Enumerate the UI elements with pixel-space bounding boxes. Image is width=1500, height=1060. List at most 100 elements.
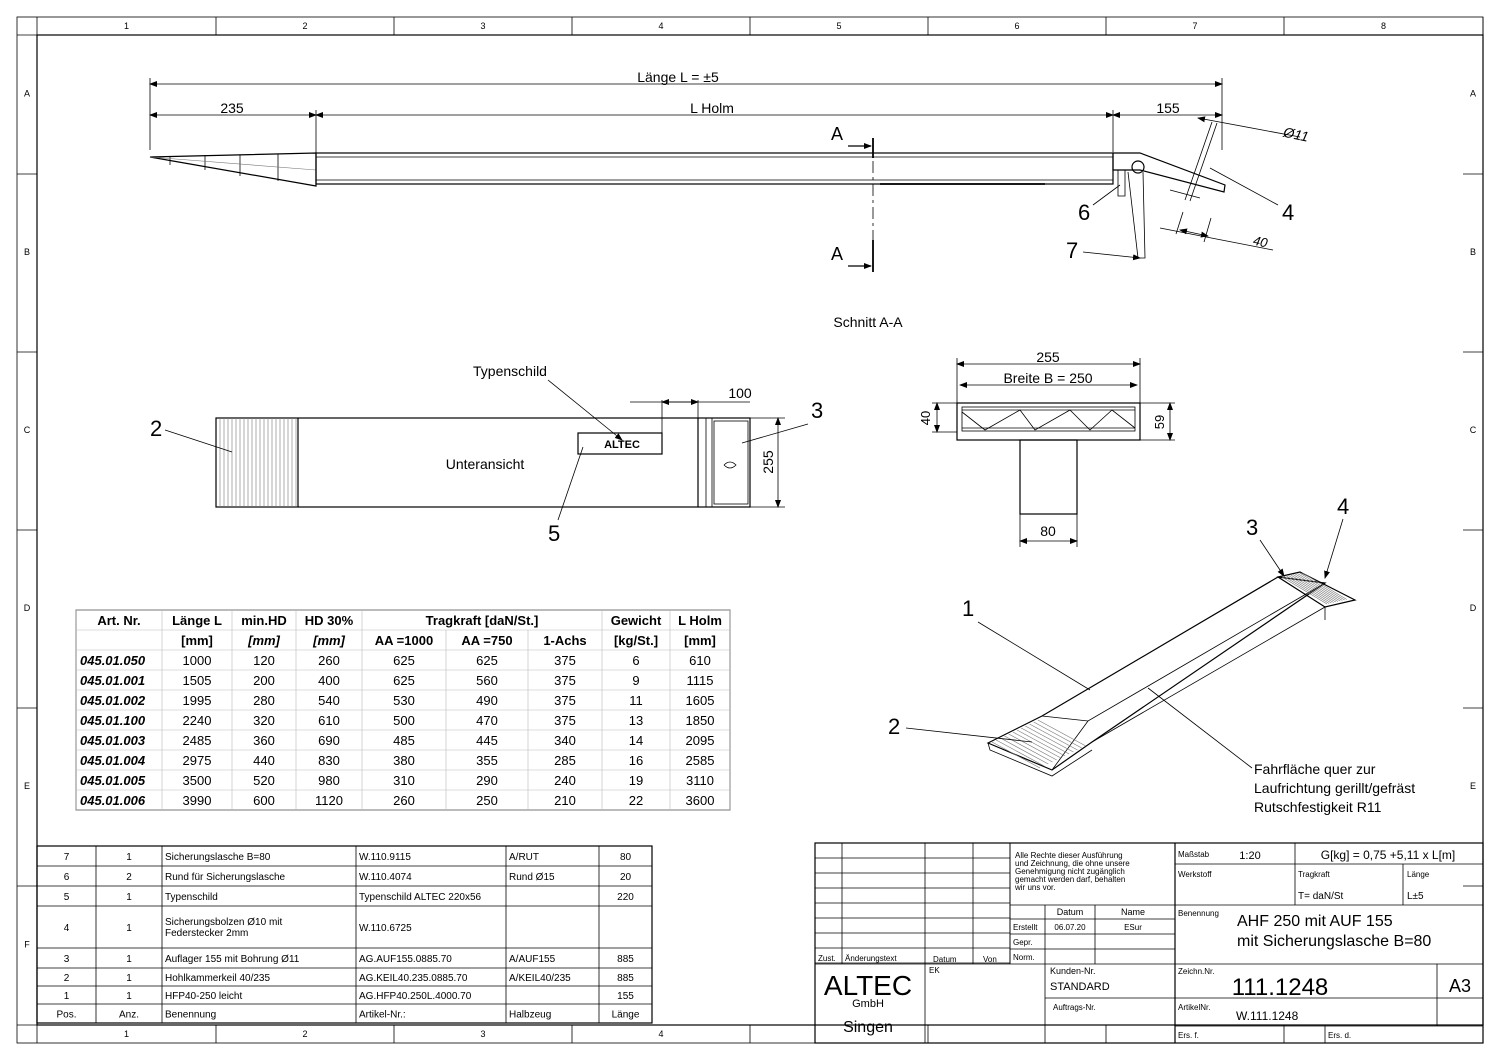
bottom-callout-2: 2 <box>150 416 162 441</box>
zone-col-label: 2 <box>302 21 307 31</box>
bom-cell: 1 <box>126 991 132 1002</box>
zone-col-label: 1 <box>124 21 129 31</box>
spec-cell: 3110 <box>686 773 714 788</box>
section-view: Schnitt A-A 255 Breite B = 250 40 59 80 <box>833 314 1175 547</box>
zeichn-label: Zeichn.Nr. <box>1178 967 1214 976</box>
spec-cell: 045.01.050 <box>80 653 146 668</box>
spec-cell: 380 <box>393 753 415 768</box>
spec-cell: 2485 <box>183 733 212 748</box>
section-marker-bottom: A <box>831 244 843 264</box>
spec-header: Gewicht <box>611 613 662 628</box>
dim-l-holm: L Holm <box>690 100 734 116</box>
spec-cell: 445 <box>476 733 498 748</box>
spec-cell: 9 <box>632 673 639 688</box>
weight-formula: G[kg] = 0,75 +5,11 x L[m] <box>1321 848 1456 862</box>
spec-cell: 045.01.100 <box>80 713 146 728</box>
spec-header: Länge L <box>172 613 222 628</box>
spec-cell: 3600 <box>686 793 715 808</box>
spec-cell: 2095 <box>686 733 715 748</box>
bom-cell: 3 <box>64 954 70 965</box>
spec-cell: 13 <box>629 713 643 728</box>
massstab-label: Maßstab <box>1178 850 1210 859</box>
spec-cell: 6 <box>632 653 639 668</box>
dim-155: 155 <box>1156 100 1180 116</box>
spec-subheader: [kg/St.] <box>614 633 658 648</box>
spec-cell: 1000 <box>183 653 212 668</box>
spec-cell: 320 <box>253 713 275 728</box>
zone-row-label: D <box>24 603 31 613</box>
bom-cell: 4 <box>64 923 70 934</box>
zone-row-label-right: C <box>1470 425 1477 435</box>
spec-cell: 260 <box>393 793 415 808</box>
bom-cell: Rund Ø15 <box>509 872 555 883</box>
drawing-title-line1: AHF 250 mit AUF 155 <box>1237 913 1393 930</box>
name-label: Name <box>1121 907 1145 917</box>
section-dim-255: 255 <box>1036 349 1060 365</box>
bom-cell: 885 <box>617 954 634 965</box>
spec-header: L Holm <box>678 613 722 628</box>
spec-cell: 375 <box>554 653 576 668</box>
spec-cell: 250 <box>476 793 498 808</box>
bottom-dim-100: 100 <box>728 385 752 401</box>
iso-note-line1: Fahrfläche quer zur <box>1254 761 1376 777</box>
spec-cell: 610 <box>318 713 340 728</box>
spec-cell: 1505 <box>183 673 212 688</box>
dim-40-bearing: 40 <box>1252 233 1270 251</box>
spec-cell: 045.01.005 <box>80 773 146 788</box>
bom-cell: 1 <box>126 852 132 863</box>
bom-cell: 155 <box>617 991 634 1002</box>
bom-cell: AG.KEIL40.235.0885.70 <box>359 973 468 984</box>
bom-cell: 1 <box>64 991 70 1002</box>
spec-cell: 3990 <box>183 793 212 808</box>
bom-cell: Sicherungslasche B=80 <box>165 852 271 863</box>
bom-cell: A/RUT <box>509 852 539 863</box>
bom-cell: 5 <box>64 892 70 903</box>
section-dim-80: 80 <box>1040 523 1056 539</box>
spec-cell: 045.01.003 <box>80 733 146 748</box>
spec-cell: 440 <box>253 753 275 768</box>
rights-line: Genehmigung nicht zugänglich <box>1015 867 1125 876</box>
zone-col-label: 8 <box>1381 21 1386 31</box>
bom-cell: 1 <box>126 973 132 984</box>
company-city: Singen <box>843 1019 893 1036</box>
zone-row-label-right: B <box>1470 247 1476 257</box>
iso-callout-3: 3 <box>1246 515 1258 540</box>
zust-label: Zust. <box>818 954 836 963</box>
zone-col-label: 4 <box>658 21 663 31</box>
bom-cell: 80 <box>620 852 632 863</box>
drawing-title-line2: mit Sicherungslasche B=80 <box>1237 933 1431 950</box>
datum-label: Datum <box>1057 907 1084 917</box>
callout-6: 6 <box>1078 200 1090 225</box>
spec-cell: 470 <box>476 713 498 728</box>
bom-header: Halbzeug <box>509 1010 551 1021</box>
spec-cell: 14 <box>629 733 643 748</box>
spec-cell: 375 <box>554 693 576 708</box>
artikel-value: W.111.1248 <box>1236 1009 1299 1023</box>
spec-cell: 1120 <box>315 793 343 808</box>
kunden-value: STANDARD <box>1050 981 1110 993</box>
spec-cell: 610 <box>689 653 711 668</box>
spec-cell: 1850 <box>686 713 715 728</box>
spec-cell: 560 <box>476 673 498 688</box>
spec-cell: 500 <box>393 713 415 728</box>
bom-cell: 7 <box>64 852 70 863</box>
bom-cell: W.110.6725 <box>359 923 412 934</box>
section-title: Schnitt A-A <box>833 314 903 330</box>
bom-cell: 1 <box>126 954 132 965</box>
spec-cell: 22 <box>629 793 643 808</box>
spec-cell: 120 <box>253 653 275 668</box>
spec-cell: 690 <box>318 733 340 748</box>
laenge-label: Länge <box>1407 870 1430 879</box>
zone-col-label: 6 <box>1014 21 1019 31</box>
spec-cell: 285 <box>554 753 576 768</box>
iso-note-line3: Rutschfestigkeit R11 <box>1254 799 1382 815</box>
spec-cell: 1995 <box>183 693 212 708</box>
spec-header: min.HD <box>241 613 287 628</box>
laenge-value: L±5 <box>1407 891 1424 902</box>
spec-cell: 045.01.006 <box>80 793 146 808</box>
zone-row-label: B <box>24 247 30 257</box>
title-block: Zust. Änderungstext Datum Von Alle Recht… <box>814 842 1484 1044</box>
